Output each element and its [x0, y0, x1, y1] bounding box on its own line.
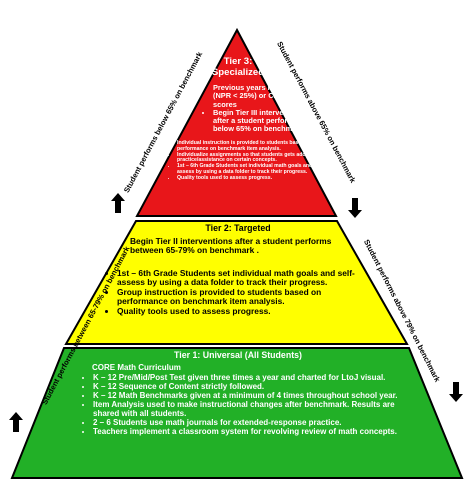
tier1-bullet: K – 12 Sequence of Content strictly foll…: [93, 382, 416, 392]
tier1-list: K – 12 Pre/Mid/Post Test given three tim…: [86, 373, 416, 437]
tier1-band: [10, 347, 464, 479]
tier2-band: [64, 220, 409, 345]
tier2-bullet: 1st – 6th Grade Students set individual …: [117, 268, 372, 288]
tier3-bullet: Previous years ISAT (NPR < 25%) or CAT t…: [213, 83, 304, 109]
tier2-title: Tier 2: Targeted: [205, 223, 271, 233]
tier1-bullet: Teachers implement a classroom system fo…: [93, 427, 416, 437]
tier2-bullet: Group instruction is provided to student…: [117, 287, 372, 307]
arrow-icon: [9, 412, 23, 432]
arrow-icon: [348, 198, 362, 218]
tier1-bullet: 2 – 6 Students use math journals for ext…: [93, 418, 416, 428]
arrow-icon: [449, 382, 463, 402]
tier3-title-line1: Tier 3:: [223, 56, 253, 67]
tier3-small-list: Individual instruction is provided to st…: [170, 140, 326, 182]
tier1-bullet: K – 12 Math Benchmarks given at a minimu…: [93, 391, 416, 401]
tier3-title-line2: Specialized: [211, 66, 265, 78]
tier1-bullet: Item Analysis used to make instructional…: [93, 400, 416, 419]
tier3-small-bullet: 1st – 6th Grade Students set individual …: [177, 163, 326, 176]
tier1-heading: CORE Math Curriculum: [92, 363, 181, 372]
tier1-title: Tier 1: Universal (All Students): [174, 350, 302, 360]
tier3-small-bullet: Individualize assignments so that studen…: [177, 152, 326, 165]
tier1-bullet: K – 12 Pre/Mid/Post Test given three tim…: [93, 373, 416, 383]
tier3-large-list: Previous years ISAT (NPR < 25%) or CAT t…: [206, 83, 304, 134]
arrow-icon: [111, 193, 125, 213]
tier3-small-bullet: Individual instruction is provided to st…: [177, 140, 326, 153]
tier2-list: 1st – 6th Grade Students set individual …: [110, 268, 372, 316]
tier3-small-bullet: Quality tools used to assess progress.: [177, 175, 326, 182]
tier3-bullet: Begin Tier III intervention after a stud…: [213, 108, 304, 134]
tier2-bullet: Quality tools used to assess progress.: [117, 306, 372, 316]
tier2-intro: Begin Tier II interventions after a stud…: [130, 236, 332, 256]
tier3-title: Tier 3: Specialized: [196, 56, 280, 78]
tier3-band: [135, 27, 338, 217]
